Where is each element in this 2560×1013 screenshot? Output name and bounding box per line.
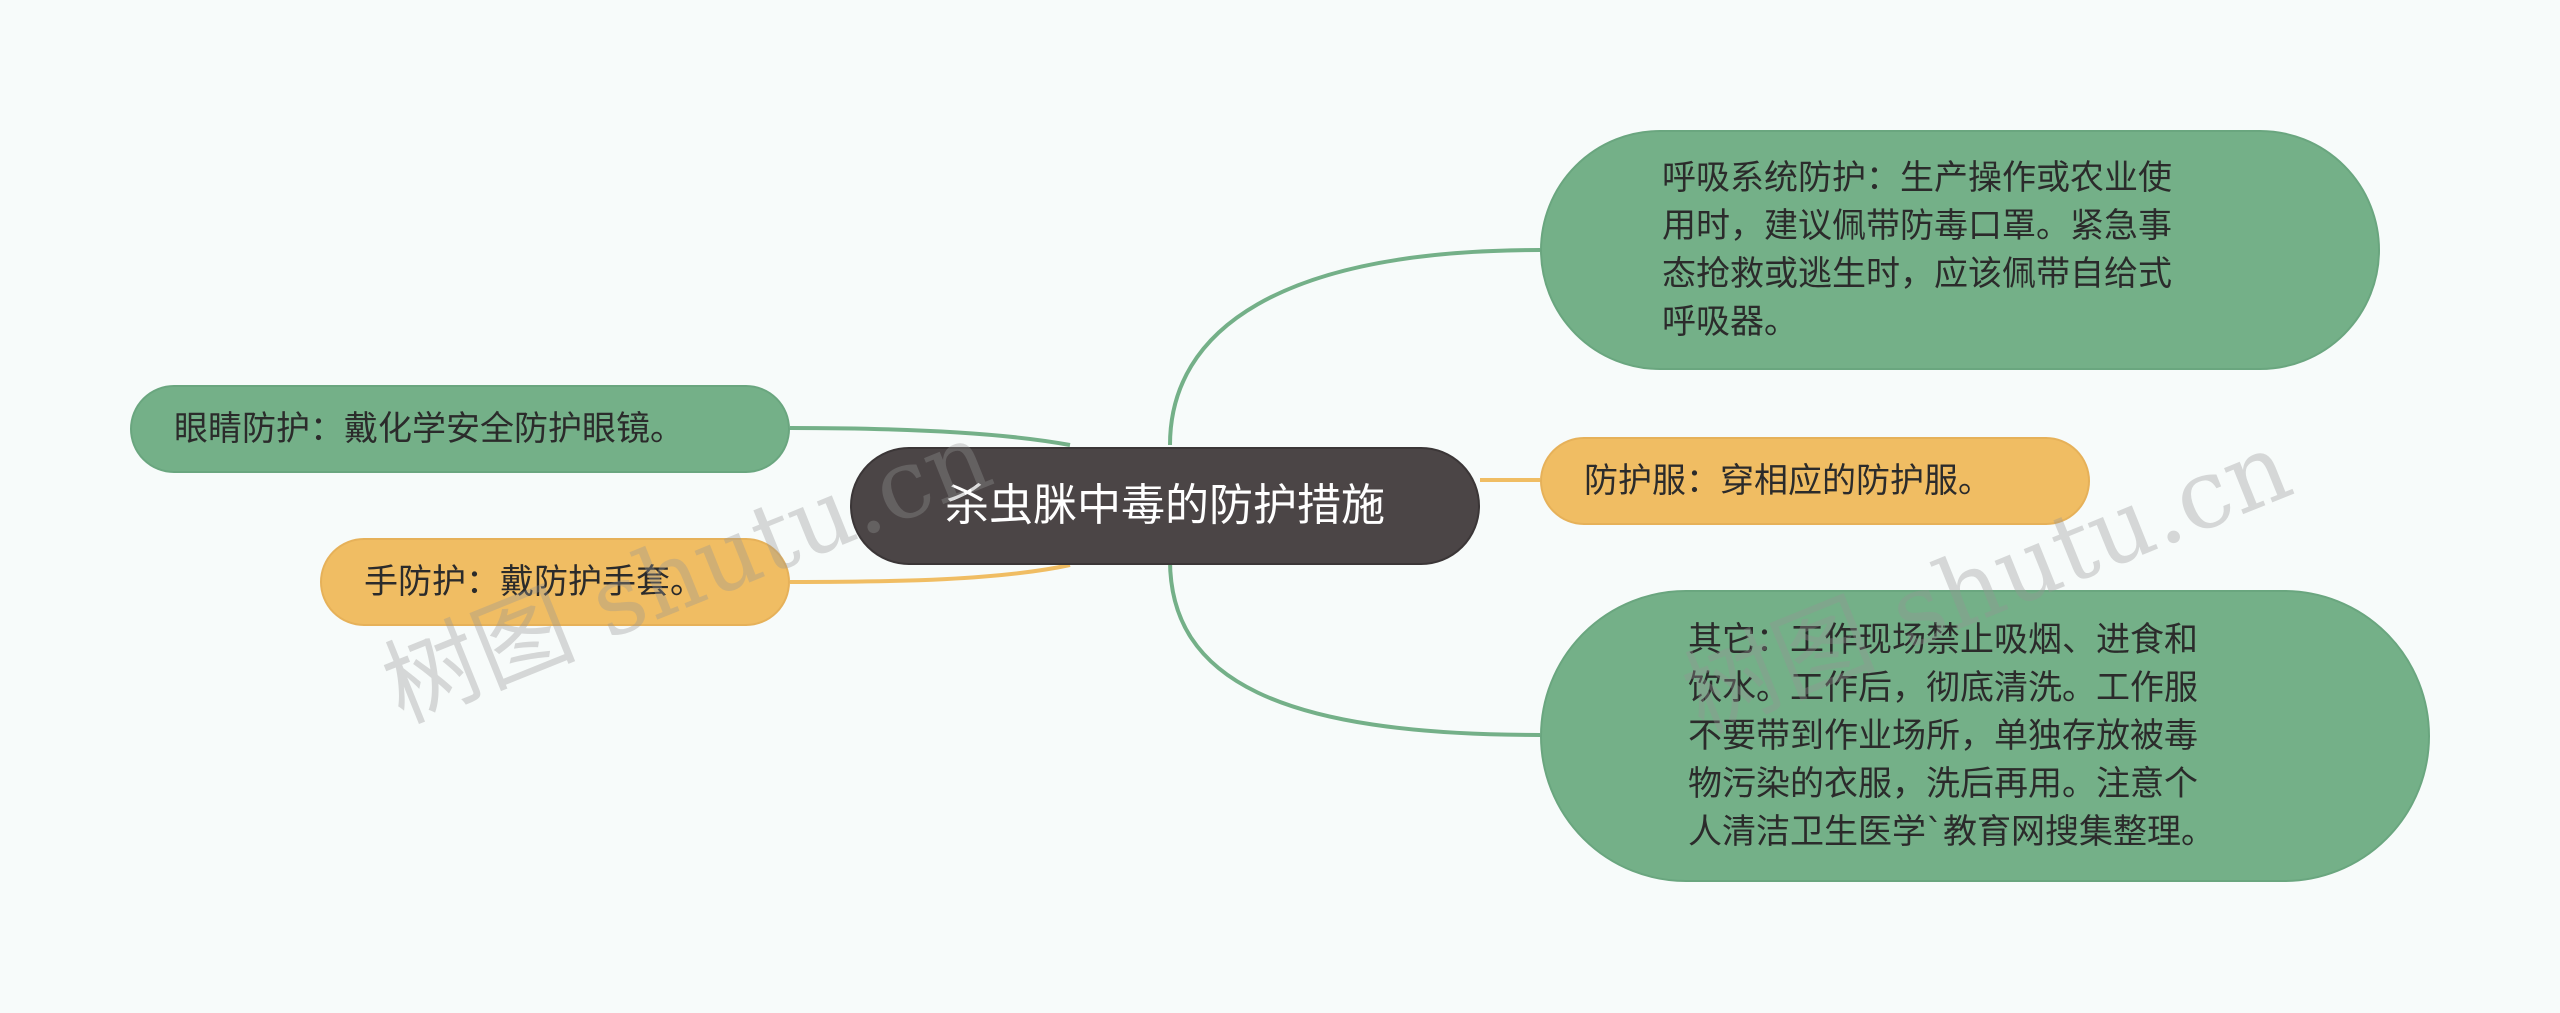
text-line: 呼吸器。 xyxy=(1662,302,1798,342)
node-eye-protection[interactable]: 眼睛防护：戴化学安全防护眼镜。 xyxy=(130,385,790,473)
node-respiratory-protection[interactable]: 呼吸系统防护：生产操作或农业使 用时，建议佩带防毒口罩。紧急事 态抢救或逃生时，… xyxy=(1540,130,2380,370)
node-protective-clothing[interactable]: 防护服：穿相应的防护服。 xyxy=(1540,437,2090,525)
text-line: 物污染的衣服，洗后再用。注意个 xyxy=(1688,764,2198,804)
node-hand-protection[interactable]: 手防护：戴防护手套。 xyxy=(320,538,790,626)
node-respiratory-text: 呼吸系统防护：生产操作或农业使 用时，建议佩带防毒口罩。紧急事 态抢救或逃生时，… xyxy=(1662,154,2172,346)
node-hand-label: 手防护：戴防护手套。 xyxy=(364,562,704,602)
text-line: 呼吸系统防护：生产操作或农业使 xyxy=(1662,158,2172,198)
node-clothing-label: 防护服：穿相应的防护服。 xyxy=(1584,461,1992,501)
root-label: 杀虫脒中毒的防护措施 xyxy=(945,480,1385,531)
connector-eye xyxy=(789,426,1071,447)
text-line: 不要带到作业场所，单独存放被毒 xyxy=(1688,716,2198,756)
node-other-measures[interactable]: 其它：工作现场禁止吸烟、进食和 饮水。工作后，彻底清洗。工作服 不要带到作业场所… xyxy=(1540,590,2430,882)
connector-other xyxy=(1168,559,1541,737)
text-line: 人清洁卫生医学`教育网搜集整理。 xyxy=(1688,812,2215,852)
node-other-text: 其它：工作现场禁止吸烟、进食和 饮水。工作后，彻底清洗。工作服 不要带到作业场所… xyxy=(1688,616,2215,856)
root-node[interactable]: 杀虫脒中毒的防护措施 xyxy=(850,447,1480,565)
node-eye-label: 眼睛防护：戴化学安全防护眼镜。 xyxy=(174,409,684,449)
text-line: 态抢救或逃生时，应该佩带自给式 xyxy=(1662,254,2172,294)
text-line: 其它：工作现场禁止吸烟、进食和 xyxy=(1688,620,2198,660)
text-line: 用时，建议佩带防毒口罩。紧急事 xyxy=(1662,206,2172,246)
text-line: 饮水。工作后，彻底清洗。工作服 xyxy=(1688,668,2198,708)
connector-hand xyxy=(789,563,1071,584)
connector-respiratory xyxy=(1168,248,1541,446)
